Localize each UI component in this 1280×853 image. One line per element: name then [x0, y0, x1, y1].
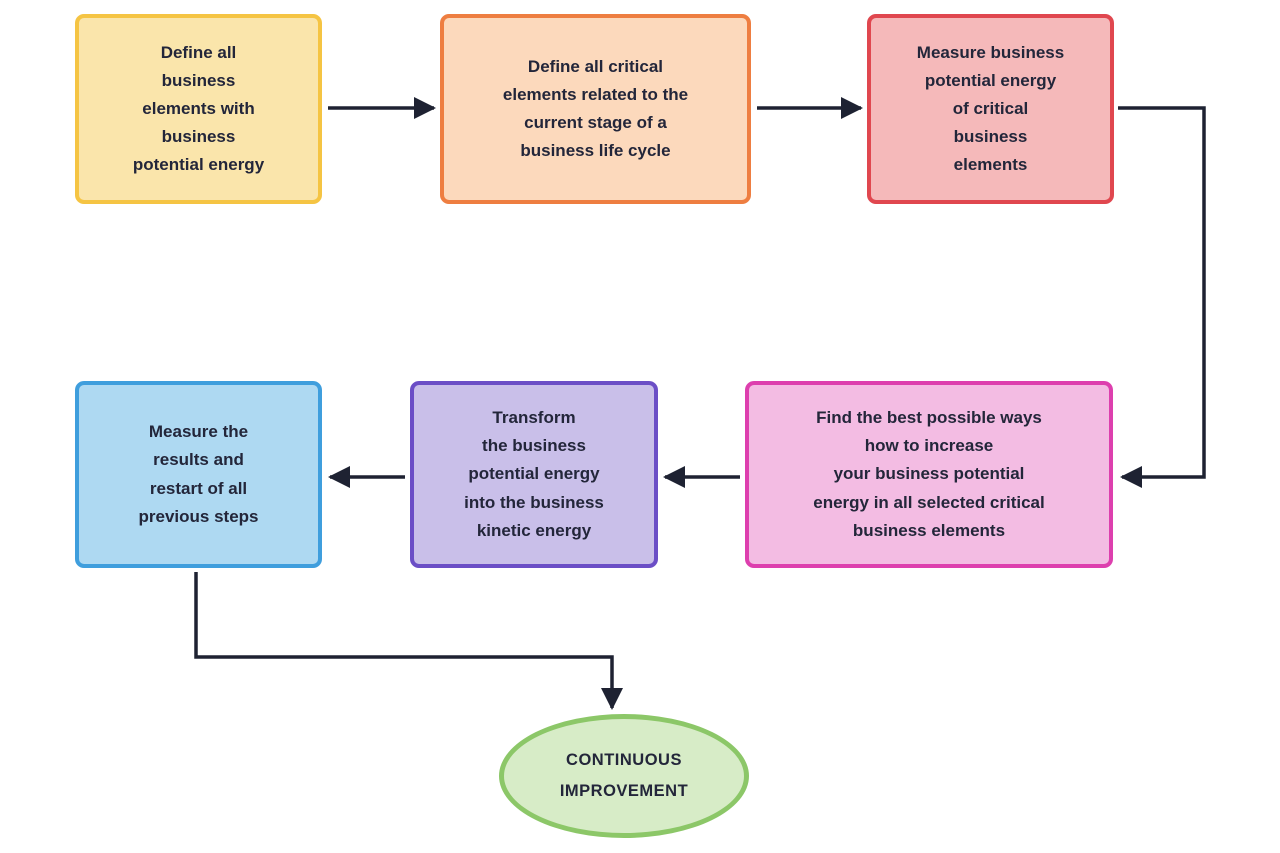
box-define-business-elements: Define all business elements with busine…: [75, 14, 322, 204]
box-measure-results-restart: Measure the results and restart of all p…: [75, 381, 322, 568]
box-find-best-ways: Find the best possible ways how to incre…: [745, 381, 1113, 568]
arrow-step6-to-terminal: [194, 572, 623, 710]
box-define-critical-elements: Define all critical elements related to …: [440, 14, 751, 204]
box-measure-potential-energy: Measure business potential energy of cri…: [867, 14, 1114, 204]
arrow-step3-to-step4: [1118, 106, 1206, 488]
ellipse-continuous-improvement: CONTINUOUS IMPROVEMENT: [499, 714, 749, 838]
box-transform-energy: Transform the business potential energy …: [410, 381, 658, 568]
